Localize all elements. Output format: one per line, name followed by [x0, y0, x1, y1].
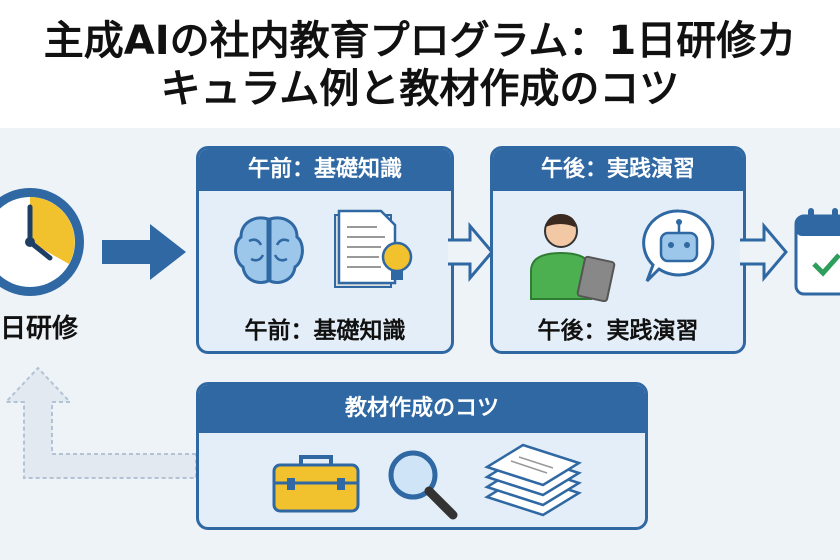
title-line-1: 主成AIの社内教育プログラム：1日研修カ — [43, 18, 797, 64]
title-line-2: キュラム例と教材作成のコツ — [160, 66, 680, 112]
morning-panel: 午前：基礎知識 午前：基礎知識 — [196, 146, 454, 354]
arrow-right-outline-icon — [740, 222, 788, 282]
loop-arrow-icon — [3, 366, 197, 479]
arrow-right-outline-icon — [448, 222, 494, 282]
person-tablet-icon — [530, 214, 616, 302]
afternoon-caption: 午後：実践演習 — [537, 318, 699, 344]
afternoon-header: 午後：実践演習 — [493, 149, 743, 191]
morning-header: 午前：基礎知識 — [199, 149, 451, 191]
toolbox-icon — [272, 455, 360, 513]
document-lightbulb-icon — [334, 209, 413, 288]
morning-caption: 午前：基礎知識 — [244, 318, 406, 344]
robot-chat-icon — [642, 209, 715, 283]
afternoon-panel: 午後：実践演習 午後：実践演習 — [490, 146, 746, 354]
magnifier-icon — [388, 450, 458, 520]
brain-icon — [234, 216, 304, 284]
start-label: 日研修 — [0, 314, 79, 344]
clock-icon — [0, 188, 84, 296]
document-stack-icon — [484, 443, 582, 517]
tips-panel: 教材作成のコツ — [196, 382, 648, 530]
calendar-check-icon — [794, 208, 840, 296]
tips-header: 教材作成のコツ — [199, 385, 645, 433]
arrow-right-icon — [102, 224, 186, 280]
